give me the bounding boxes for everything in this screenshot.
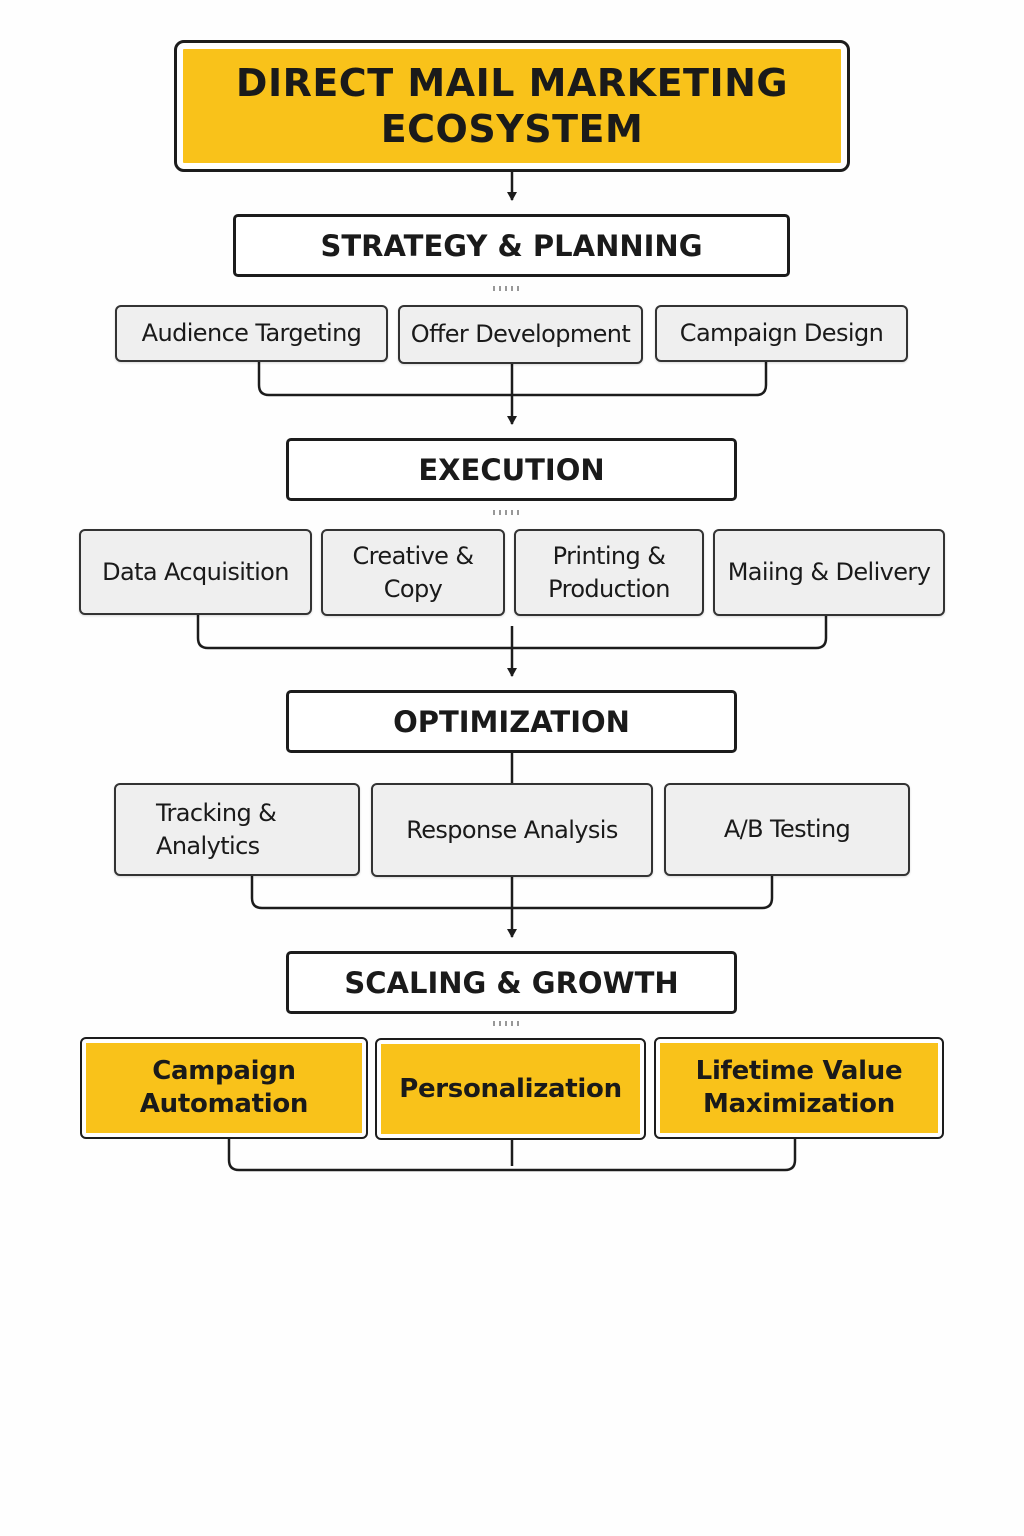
item-offer-development: Offer Development (398, 305, 643, 364)
item-ab-testing: A/B Testing (664, 783, 910, 876)
diagram-title: DIRECT MAIL MARKETING ECOSYSTEM (174, 40, 850, 172)
item-data-acquisition: Data Acquisition (79, 529, 312, 615)
diagram-title-text: DIRECT MAIL MARKETING ECOSYSTEM (235, 61, 789, 151)
item-label: Offer Development (410, 320, 631, 348)
item-label: Maiing & Delivery (727, 558, 931, 586)
item-mailing-delivery: Maiing & Delivery (713, 529, 945, 616)
ticks-execution (493, 510, 519, 515)
item-label: Campaign Automation (139, 1056, 309, 1119)
item-personalization: Personalization (375, 1038, 646, 1140)
item-label: Response Analysis (406, 815, 618, 844)
item-response-analysis: Response Analysis (371, 783, 653, 877)
phase-scaling-growth: SCALING & GROWTH (286, 951, 737, 1014)
item-label: Personalization (399, 1073, 622, 1104)
item-campaign-design: Campaign Design (655, 305, 908, 362)
phase-label: OPTIMIZATION (393, 704, 630, 739)
bracket-scaling-items (227, 1138, 797, 1172)
ticks-strategy (493, 286, 519, 291)
phase-optimization: OPTIMIZATION (286, 690, 737, 753)
item-audience-targeting: Audience Targeting (115, 305, 388, 362)
phase-execution: EXECUTION (286, 438, 737, 501)
phase-label: SCALING & GROWTH (344, 965, 679, 1000)
item-label: Audience Targeting (141, 319, 362, 347)
item-campaign-automation: Campaign Automation (80, 1037, 368, 1139)
item-label: Lifetime Value Maximization (695, 1056, 903, 1119)
phase-label: EXECUTION (418, 452, 605, 487)
phase-strategy-planning: STRATEGY & PLANNING (233, 214, 790, 277)
item-label: Printing & Production (548, 541, 670, 603)
item-label: Data Acquisition (102, 557, 289, 586)
item-label: Creative & Copy (352, 541, 475, 603)
item-tracking-analytics: Tracking & Analytics (114, 783, 360, 876)
item-label: Tracking & Analytics (156, 798, 277, 860)
item-creative-copy: Creative & Copy (321, 529, 505, 616)
item-label: A/B Testing (723, 815, 851, 843)
phase-label: STRATEGY & PLANNING (320, 228, 703, 263)
item-label: Campaign Design (679, 319, 884, 347)
ticks-scaling (493, 1021, 519, 1026)
item-lifetime-value: Lifetime Value Maximization (654, 1037, 944, 1139)
item-printing-production: Printing & Production (514, 529, 704, 616)
